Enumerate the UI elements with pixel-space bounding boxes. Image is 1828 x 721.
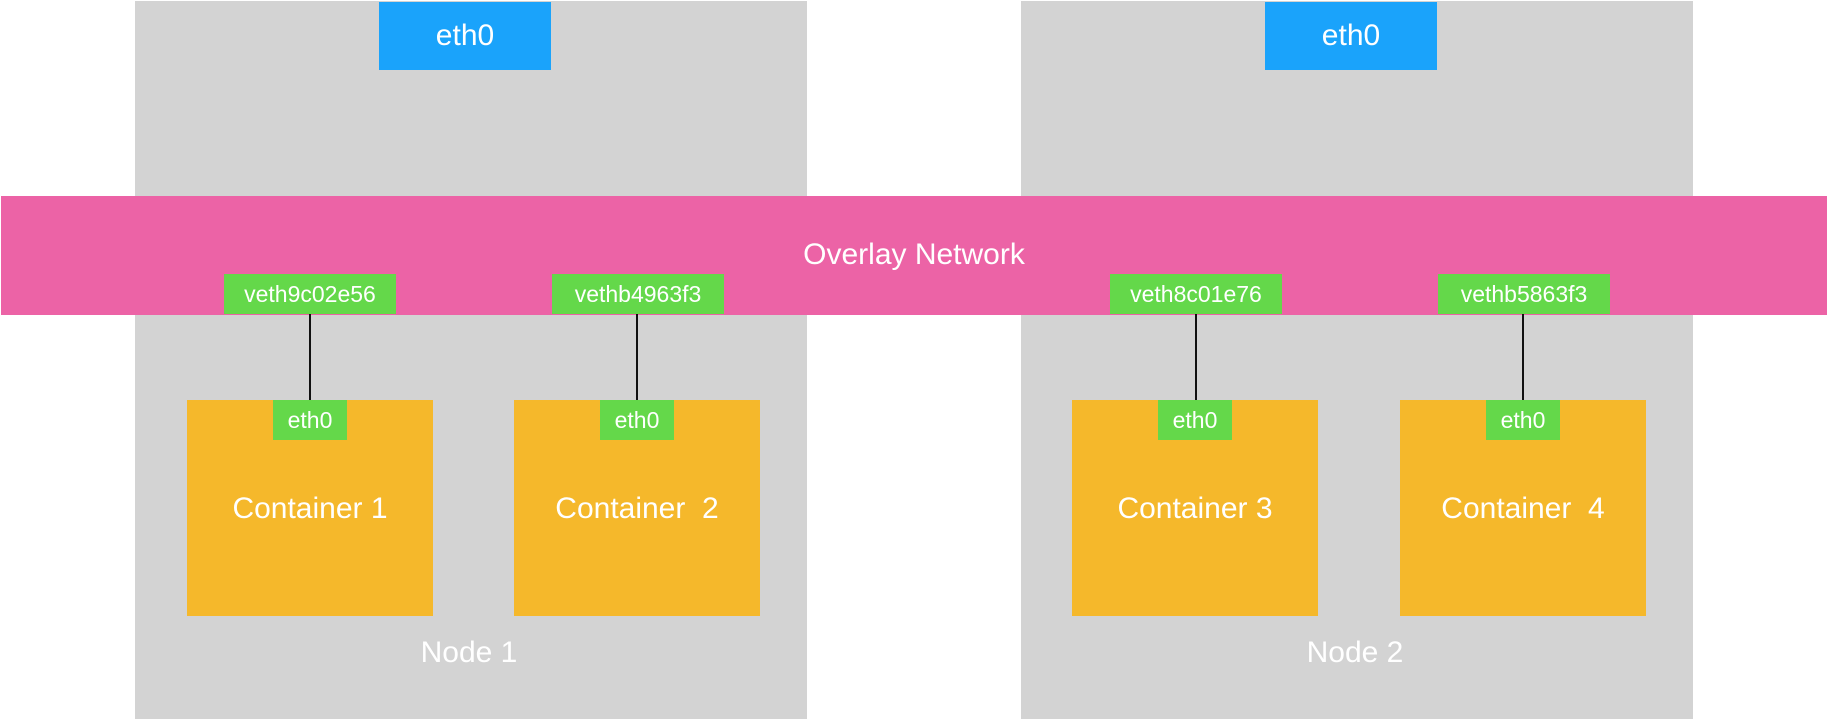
- veth-interface-2: vethb4963f3: [552, 274, 724, 314]
- node-2-label: Node 2: [1306, 636, 1404, 669]
- container-4-box: eth0 Container 4: [1400, 400, 1646, 616]
- container-2-eth0: eth0: [600, 400, 674, 440]
- container-4-eth0: eth0: [1486, 400, 1560, 440]
- link-line-2: [636, 314, 638, 400]
- node-2-host-eth0: eth0: [1265, 2, 1437, 70]
- container-4-label: Container 4: [1441, 492, 1605, 525]
- container-2-label: Container 2: [555, 492, 719, 525]
- container-1-eth0: eth0: [273, 400, 347, 440]
- link-line-1: [309, 314, 311, 400]
- node-1-host-eth0: eth0: [379, 2, 551, 70]
- container-1-label: Container 1: [232, 492, 388, 525]
- container-3-label: Container 3: [1117, 492, 1273, 525]
- container-3-eth0: eth0: [1158, 400, 1232, 440]
- container-3-box: eth0 Container 3: [1072, 400, 1318, 616]
- container-1-box: eth0 Container 1: [187, 400, 433, 616]
- overlay-network-label: Overlay Network: [803, 238, 1025, 271]
- node-1-label: Node 1: [420, 636, 518, 669]
- link-line-4: [1522, 314, 1524, 400]
- link-line-3: [1195, 314, 1197, 400]
- container-2-box: eth0 Container 2: [514, 400, 760, 616]
- veth-interface-3: veth8c01e76: [1110, 274, 1282, 314]
- veth-interface-1: veth9c02e56: [224, 274, 396, 314]
- veth-interface-4: vethb5863f3: [1438, 274, 1610, 314]
